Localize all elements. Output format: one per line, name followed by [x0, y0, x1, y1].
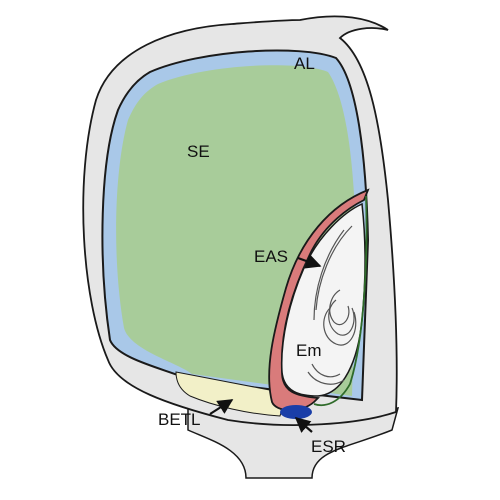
embryo-axis: [307, 225, 357, 385]
label-betl: BETL: [158, 410, 201, 429]
label-eas: EAS: [254, 247, 288, 266]
scutellum-edge: [313, 195, 368, 406]
arrow-esr: [294, 416, 313, 433]
label-esr: ESR: [311, 437, 346, 456]
label-em: Em: [296, 341, 322, 360]
embryo-surrounding-layer: [268, 188, 370, 412]
esr-region: [280, 405, 312, 419]
arrow-eas: [297, 254, 322, 269]
label-al: AL: [294, 54, 315, 73]
label-se: SE: [187, 142, 210, 161]
arrow-betl: [209, 399, 234, 415]
